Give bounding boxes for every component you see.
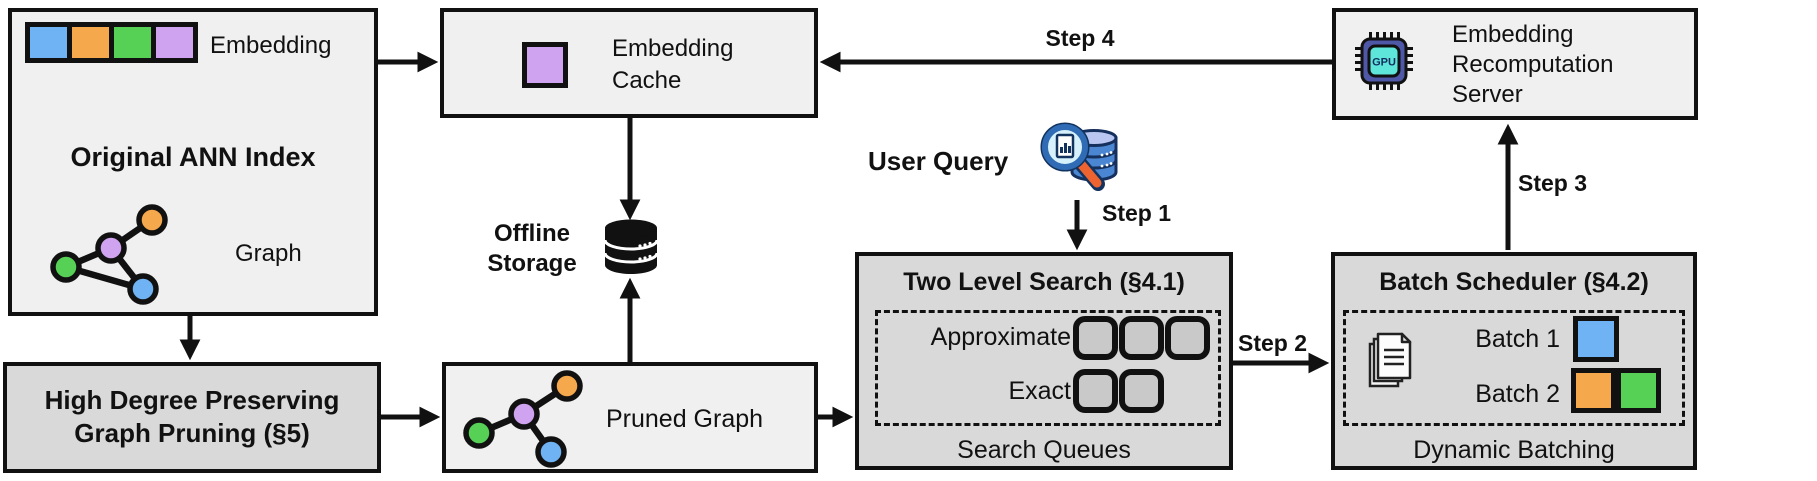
batch-scheduler-box: Batch Scheduler (§4.2) Batch 1 Batch 2 D… [1331, 252, 1697, 470]
graph-pruning-box: High Degree Preserving Graph Pruning (§5… [3, 362, 381, 473]
queue-slot [1119, 316, 1164, 360]
offline-storage-label: Offline Storage [487, 220, 577, 277]
batch-1-square-blue [1573, 316, 1619, 362]
queue-slot [1165, 316, 1210, 360]
embedding-cell-purple [156, 27, 193, 58]
approximate-label: Approximate [930, 323, 1071, 351]
recomputation-server-label: Embedding Recomputation Server [1452, 21, 1614, 108]
graph-node-green [463, 417, 495, 449]
graph-node-orange [136, 204, 168, 236]
embedding-vector-strip [25, 22, 198, 63]
embedding-cache-box: Embedding Cache [440, 8, 818, 118]
graph-node-blue [535, 436, 567, 468]
graph-pruning-title-line1: High Degree Preserving [44, 385, 340, 415]
dynamic-batching-label: Dynamic Batching [1413, 436, 1615, 464]
step-1-label: Step 1 [1102, 200, 1172, 226]
batch-2-square-orange [1571, 368, 1616, 413]
cached-embedding-square [522, 42, 568, 88]
embedding-cache-label: Embedding Cache [612, 35, 734, 94]
graph-node-blue [127, 273, 159, 305]
search-queues-label: Search Queues [957, 436, 1131, 464]
batch-1-label: Batch 1 [1475, 325, 1560, 353]
embedding-cell-blue [30, 27, 67, 58]
batch-scheduler-title: Batch Scheduler (§4.2) [1379, 268, 1649, 296]
embedding-cell-green [114, 27, 151, 58]
graph-label: Graph [235, 240, 302, 267]
search-queues-dashed-box [875, 310, 1221, 426]
pruned-graph-label: Pruned Graph [606, 405, 764, 433]
queue-slot [1119, 369, 1164, 413]
database-icon [603, 219, 659, 274]
embedding-recomputation-server-box: Embedding Recomputation Server [1332, 8, 1698, 120]
dynamic-batching-dashed-box [1343, 310, 1685, 426]
two-level-search-title: Two Level Search (§4.1) [903, 268, 1185, 296]
step-4-label: Step 4 [1045, 25, 1115, 51]
step-2-label: Step 2 [1238, 330, 1308, 356]
graph-node-purple [95, 232, 127, 264]
step-3-label: Step 3 [1518, 170, 1588, 196]
embedding-cell-orange [72, 27, 109, 58]
two-level-search-box: Two Level Search (§4.1) Approximate Exac… [855, 252, 1233, 470]
exact-label: Exact [1008, 377, 1071, 405]
pruned-graph-box: Pruned Graph [442, 362, 818, 473]
graph-node-purple [508, 398, 540, 430]
graph-node-green [50, 251, 82, 283]
queue-slot [1073, 369, 1118, 413]
approximate-queue-slots [1073, 316, 1210, 360]
queue-slot [1073, 316, 1118, 360]
embedding-label: Embedding [210, 32, 332, 59]
magnifier-document-database-icon [1040, 122, 1118, 191]
graph-pruning-title-line2: Graph Pruning (§5) [74, 418, 310, 448]
pruned-graph-icon [463, 370, 583, 468]
batch-2-label: Batch 2 [1475, 380, 1560, 408]
exact-queue-slots [1073, 369, 1164, 413]
original-ann-index-title: Original ANN Index [70, 142, 316, 172]
user-query-label: User Query [868, 146, 1009, 176]
graph-node-orange [551, 370, 583, 402]
original-ann-index-box: Embedding Original ANN Index Graph [8, 8, 378, 316]
batch-2-squares [1571, 368, 1661, 413]
ann-graph-icon [50, 204, 168, 305]
batch-2-square-green [1616, 368, 1661, 413]
